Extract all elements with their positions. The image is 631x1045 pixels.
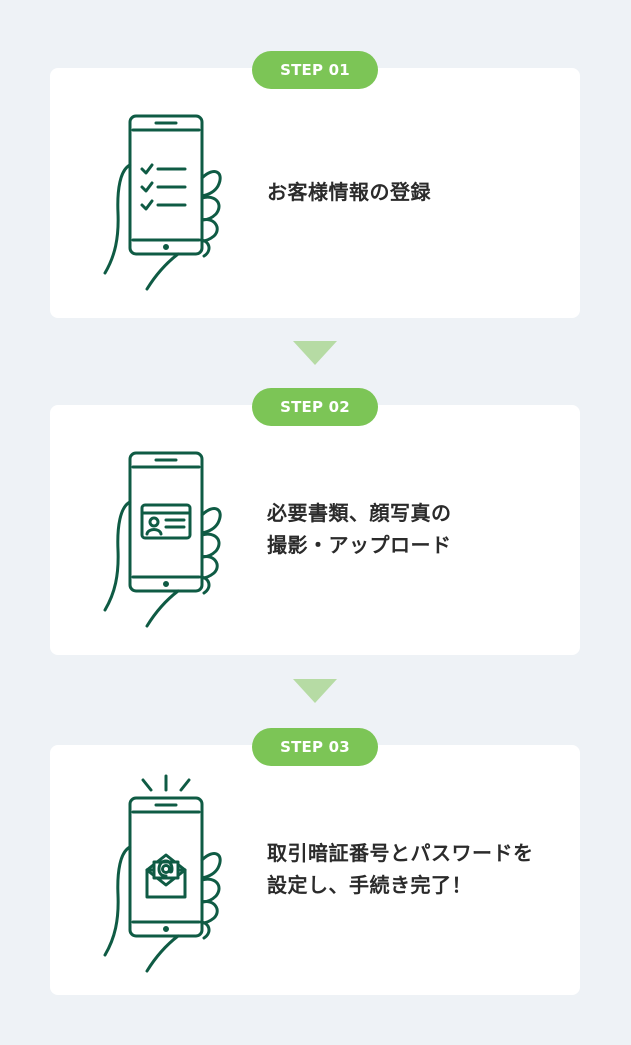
step-text-3: 取引暗証番号とパスワードを 設定し、手続き完了！ (267, 837, 567, 901)
step-text-1: お客様情報の登録 (267, 176, 567, 208)
step-text-2-line-2: 撮影・アップロード (267, 533, 452, 557)
step-card-3: 取引暗証番号とパスワードを 設定し、手続き完了！ (50, 745, 580, 995)
step-badge-1: STEP 01 (252, 51, 378, 89)
step-card-2: 必要書類、顔写真の 撮影・アップロード (50, 405, 580, 655)
step-card-1: お客様情報の登録 (50, 68, 580, 318)
step-badge-3: STEP 03 (252, 728, 378, 766)
checklist-phone-icon (103, 114, 222, 291)
down-arrow-icon (293, 341, 337, 365)
step-text-2-line-1: 必要書類、顔写真の (267, 501, 452, 525)
step-text-1-line-1: お客様情報の登録 (267, 180, 431, 204)
mail-phone-icon (103, 774, 222, 973)
id-card-phone-icon (103, 451, 222, 628)
down-arrow-icon (293, 679, 337, 703)
step-text-3-line-2: 設定し、手続き完了！ (267, 873, 472, 897)
step-text-3-line-1: 取引暗証番号とパスワードを (267, 841, 534, 865)
step-badge-2: STEP 02 (252, 388, 378, 426)
step-text-2: 必要書類、顔写真の 撮影・アップロード (267, 497, 567, 561)
